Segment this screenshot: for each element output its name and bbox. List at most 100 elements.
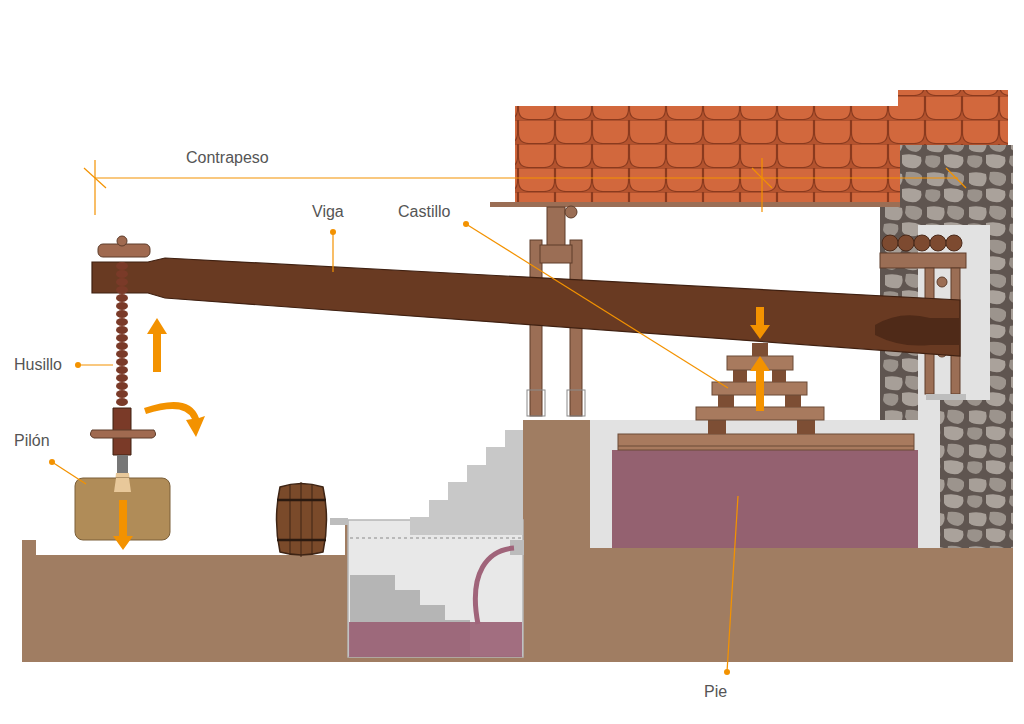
screw [114, 473, 131, 492]
castle-posts [527, 390, 545, 416]
part-label: Contrapeso [186, 149, 269, 167]
part-label: Viga [312, 203, 344, 221]
part-label: Castillo [398, 203, 450, 221]
screw [116, 310, 128, 318]
leader-dots [49, 459, 55, 465]
leader-dots [75, 362, 81, 368]
leader-lines [52, 158, 966, 672]
right-support [930, 235, 946, 251]
castle-posts [567, 390, 585, 416]
leader-lines [78, 364, 113, 365]
screw [116, 398, 128, 406]
motion-arrows [144, 402, 205, 437]
castle-posts [540, 245, 572, 263]
press-blocks [785, 395, 801, 407]
right-support [946, 235, 962, 251]
right-support [926, 394, 966, 400]
screw [116, 366, 128, 374]
leader-lines [946, 168, 966, 188]
screw [116, 342, 128, 350]
motion-arrows [750, 307, 770, 339]
screw [116, 318, 128, 326]
wine-mass [618, 434, 914, 450]
leader-lines [52, 462, 86, 484]
part-label: Pilón [14, 432, 50, 450]
right-support [914, 235, 930, 251]
screw [116, 382, 128, 390]
wine-barrel [312, 484, 313, 555]
wine-barrel [301, 482, 302, 557]
castle-posts [547, 207, 565, 247]
screw [116, 334, 128, 342]
screw [116, 286, 128, 294]
right-support [937, 277, 947, 287]
screw [90, 236, 155, 492]
motion-arrows [750, 356, 770, 411]
stone-weight [114, 478, 131, 492]
motion-arrows [113, 500, 133, 550]
right-support [880, 253, 966, 268]
screw [116, 390, 128, 398]
press-blocks [733, 370, 747, 382]
right-support [882, 235, 898, 251]
wine-pit [410, 430, 523, 535]
wine-pit [350, 538, 522, 539]
wine-mass [612, 434, 918, 548]
screw [116, 302, 128, 310]
leader-dots [463, 221, 469, 227]
roof [490, 202, 900, 207]
screw [116, 358, 128, 366]
screw [117, 236, 127, 246]
screw [116, 294, 128, 302]
part-label: Husillo [14, 356, 62, 374]
beam [92, 258, 960, 356]
wine-barrel [277, 539, 326, 542]
ground [22, 420, 1013, 662]
press-blocks [696, 343, 824, 434]
leader-lines [761, 158, 762, 212]
screw [116, 262, 128, 270]
leader-lines [95, 177, 958, 178]
beam [875, 315, 960, 345]
right-support [898, 235, 914, 251]
roof [898, 90, 1008, 145]
motion-arrows [147, 318, 167, 372]
press-blocks [718, 395, 734, 407]
wine-pit [330, 430, 524, 657]
screw [117, 455, 128, 473]
part-label: Pie [704, 683, 727, 701]
leader-dots [724, 669, 730, 675]
castle-posts [565, 206, 577, 218]
leader-dots [330, 229, 336, 235]
roof [490, 90, 1008, 207]
roof [515, 106, 900, 204]
press-blocks [772, 370, 786, 382]
concrete-basin [590, 225, 990, 548]
leader-lines [84, 168, 106, 188]
screw [90, 430, 155, 438]
leader-lines [466, 224, 728, 388]
beam [92, 258, 960, 356]
wine-pit [349, 622, 522, 657]
leader-lines [727, 496, 738, 672]
leader-dots [49, 221, 730, 675]
wine-barrel [277, 482, 327, 557]
wine-barrel [290, 484, 291, 555]
wine-mass [612, 450, 918, 548]
screw [116, 326, 128, 334]
leader-lines [752, 168, 772, 188]
leader-lines [332, 232, 333, 272]
screw [116, 374, 128, 382]
wine-pit [475, 548, 514, 624]
wine-mass [618, 446, 914, 447]
wine-pit [348, 520, 523, 657]
ground [22, 420, 1013, 662]
press-blocks [708, 420, 726, 434]
press-blocks [797, 420, 815, 434]
screw [116, 278, 128, 286]
motion-arrows [113, 307, 770, 550]
screw [116, 350, 128, 358]
concrete-basin [590, 225, 990, 548]
